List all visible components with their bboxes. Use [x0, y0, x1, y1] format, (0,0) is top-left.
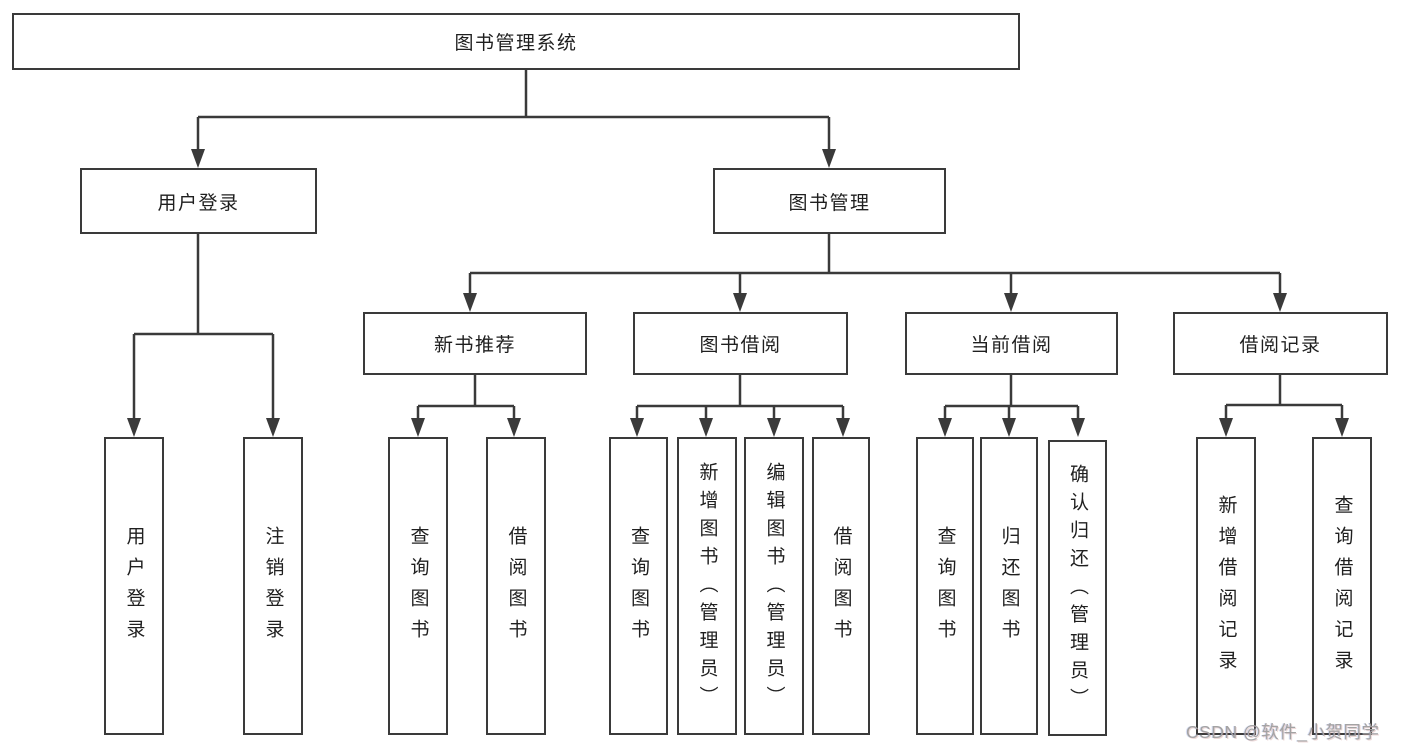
- arrowhead-icons: [127, 149, 1349, 437]
- node-new-book-recommend: 新书推荐: [363, 312, 587, 375]
- watermark: CSDN @软件_小贺同学: [1186, 722, 1380, 742]
- leaf-query-books-borrow: 查询图书: [609, 437, 668, 735]
- leaf-return-book: 归还图书: [980, 437, 1038, 735]
- leaf-user-login: 用户登录: [104, 437, 164, 735]
- leaf-add-book-admin: 新增图书（管理员）: [677, 437, 737, 735]
- node-book-borrow: 图书借阅: [633, 312, 848, 375]
- leaf-query-books-current: 查询图书: [916, 437, 974, 735]
- node-root: 图书管理系统: [12, 13, 1020, 70]
- leaf-confirm-return-admin: 确认归还（管理员）: [1048, 440, 1107, 736]
- leaf-query-borrow-record: 查询借阅记录: [1312, 437, 1372, 735]
- leaf-borrow-books-recommend: 借阅图书: [486, 437, 546, 735]
- leaf-logout: 注销登录: [243, 437, 303, 735]
- node-current-borrow: 当前借阅: [905, 312, 1118, 375]
- leaf-borrow-books: 借阅图书: [812, 437, 870, 735]
- connector-lines: [132, 70, 1344, 419]
- leaf-query-books-recommend: 查询图书: [388, 437, 448, 735]
- node-borrow-record: 借阅记录: [1173, 312, 1388, 375]
- leaf-edit-book-admin: 编辑图书（管理员）: [744, 437, 804, 735]
- leaf-add-borrow-record: 新增借阅记录: [1196, 437, 1256, 735]
- node-user-login: 用户登录: [80, 168, 317, 234]
- node-book-management: 图书管理: [713, 168, 946, 234]
